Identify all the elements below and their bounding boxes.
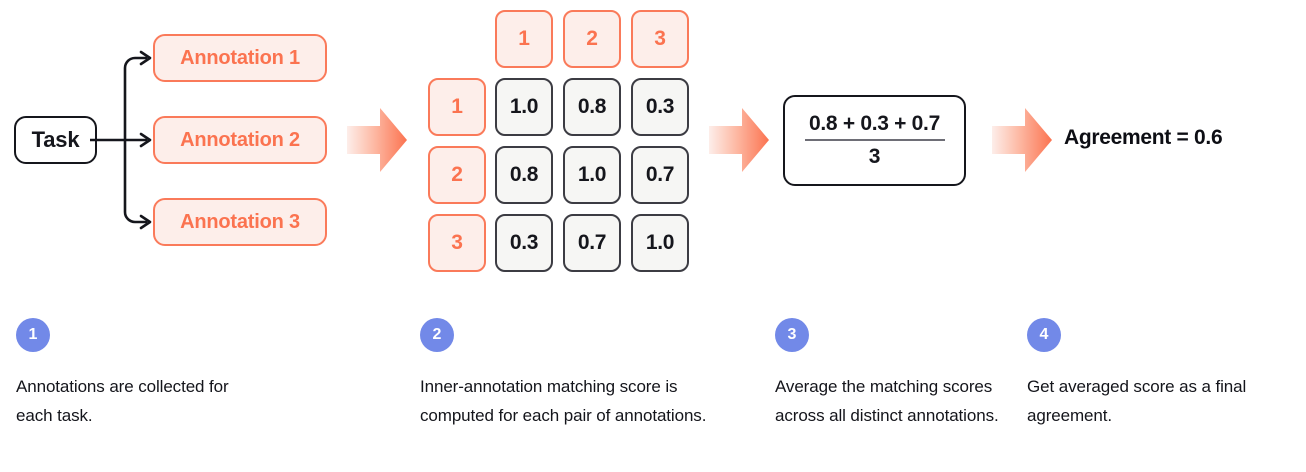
matrix-column-header-1: 1 <box>495 10 553 68</box>
matrix-cell-1-3: 0.3 <box>631 78 689 136</box>
step-3: 3 Average the matching scores across all… <box>775 318 1025 430</box>
formula-denominator: 3 <box>868 144 881 168</box>
matrix-cell-2-2: 1.0 <box>563 146 621 204</box>
step-3-badge: 3 <box>775 318 809 352</box>
matrix-cell-2-1: 0.8 <box>495 146 553 204</box>
similarity-matrix: 1 2 3 1 2 3 1.0 0.8 0.3 0.8 1.0 0.7 0.3 … <box>428 10 700 272</box>
step-4-caption: Get averaged score as a final agreement. <box>1027 377 1247 425</box>
average-formula-box: 0.8 + 0.3 + 0.7 3 <box>783 95 966 186</box>
annotation-box-1: Annotation 1 <box>153 34 327 82</box>
step-2-badge: 2 <box>420 318 454 352</box>
step-1-caption: Annotations are collected for each task. <box>16 377 229 425</box>
matrix-cell-3-1: 0.3 <box>495 214 553 272</box>
arrow-formula-to-result-icon <box>992 108 1052 172</box>
arrow-task-to-matrix-icon <box>347 108 407 172</box>
matrix-cell-3-2: 0.7 <box>563 214 621 272</box>
step-1-badge: 1 <box>16 318 50 352</box>
matrix-cell-3-3: 1.0 <box>631 214 689 272</box>
step-2-caption: Inner-annotation matching score is compu… <box>420 377 707 425</box>
task-label: Task <box>31 127 80 152</box>
annotation-label-2: Annotation 2 <box>180 128 300 151</box>
step-3-caption: Average the matching scores across all d… <box>775 377 999 425</box>
annotation-label-1: Annotation 1 <box>180 46 300 69</box>
arrow-matrix-to-formula-icon <box>709 108 769 172</box>
step-4: 4 Get averaged score as a final agreemen… <box>1027 318 1287 430</box>
agreement-result: Agreement = 0.6 <box>1064 126 1223 149</box>
matrix-row-header-2: 2 <box>428 146 486 204</box>
matrix-cell-1-1: 1.0 <box>495 78 553 136</box>
formula-fraction-bar <box>804 138 945 141</box>
task-node: Task <box>14 116 97 164</box>
matrix-row-header-1: 1 <box>428 78 486 136</box>
formula-numerator: 0.8 + 0.3 + 0.7 <box>809 112 940 136</box>
step-1: 1 Annotations are collected for each tas… <box>16 318 246 430</box>
matrix-column-header-3: 3 <box>631 10 689 68</box>
annotation-label-3: Annotation 3 <box>180 210 300 233</box>
matrix-column-header-2: 2 <box>563 10 621 68</box>
step-2: 2 Inner-annotation matching score is com… <box>420 318 710 430</box>
annotation-box-2: Annotation 2 <box>153 116 327 164</box>
matrix-row-header-3: 3 <box>428 214 486 272</box>
matrix-cell-2-3: 0.7 <box>631 146 689 204</box>
step-4-badge: 4 <box>1027 318 1061 352</box>
annotation-box-3: Annotation 3 <box>153 198 327 246</box>
matrix-cell-1-2: 0.8 <box>563 78 621 136</box>
task-to-annotations-connector <box>90 50 152 230</box>
